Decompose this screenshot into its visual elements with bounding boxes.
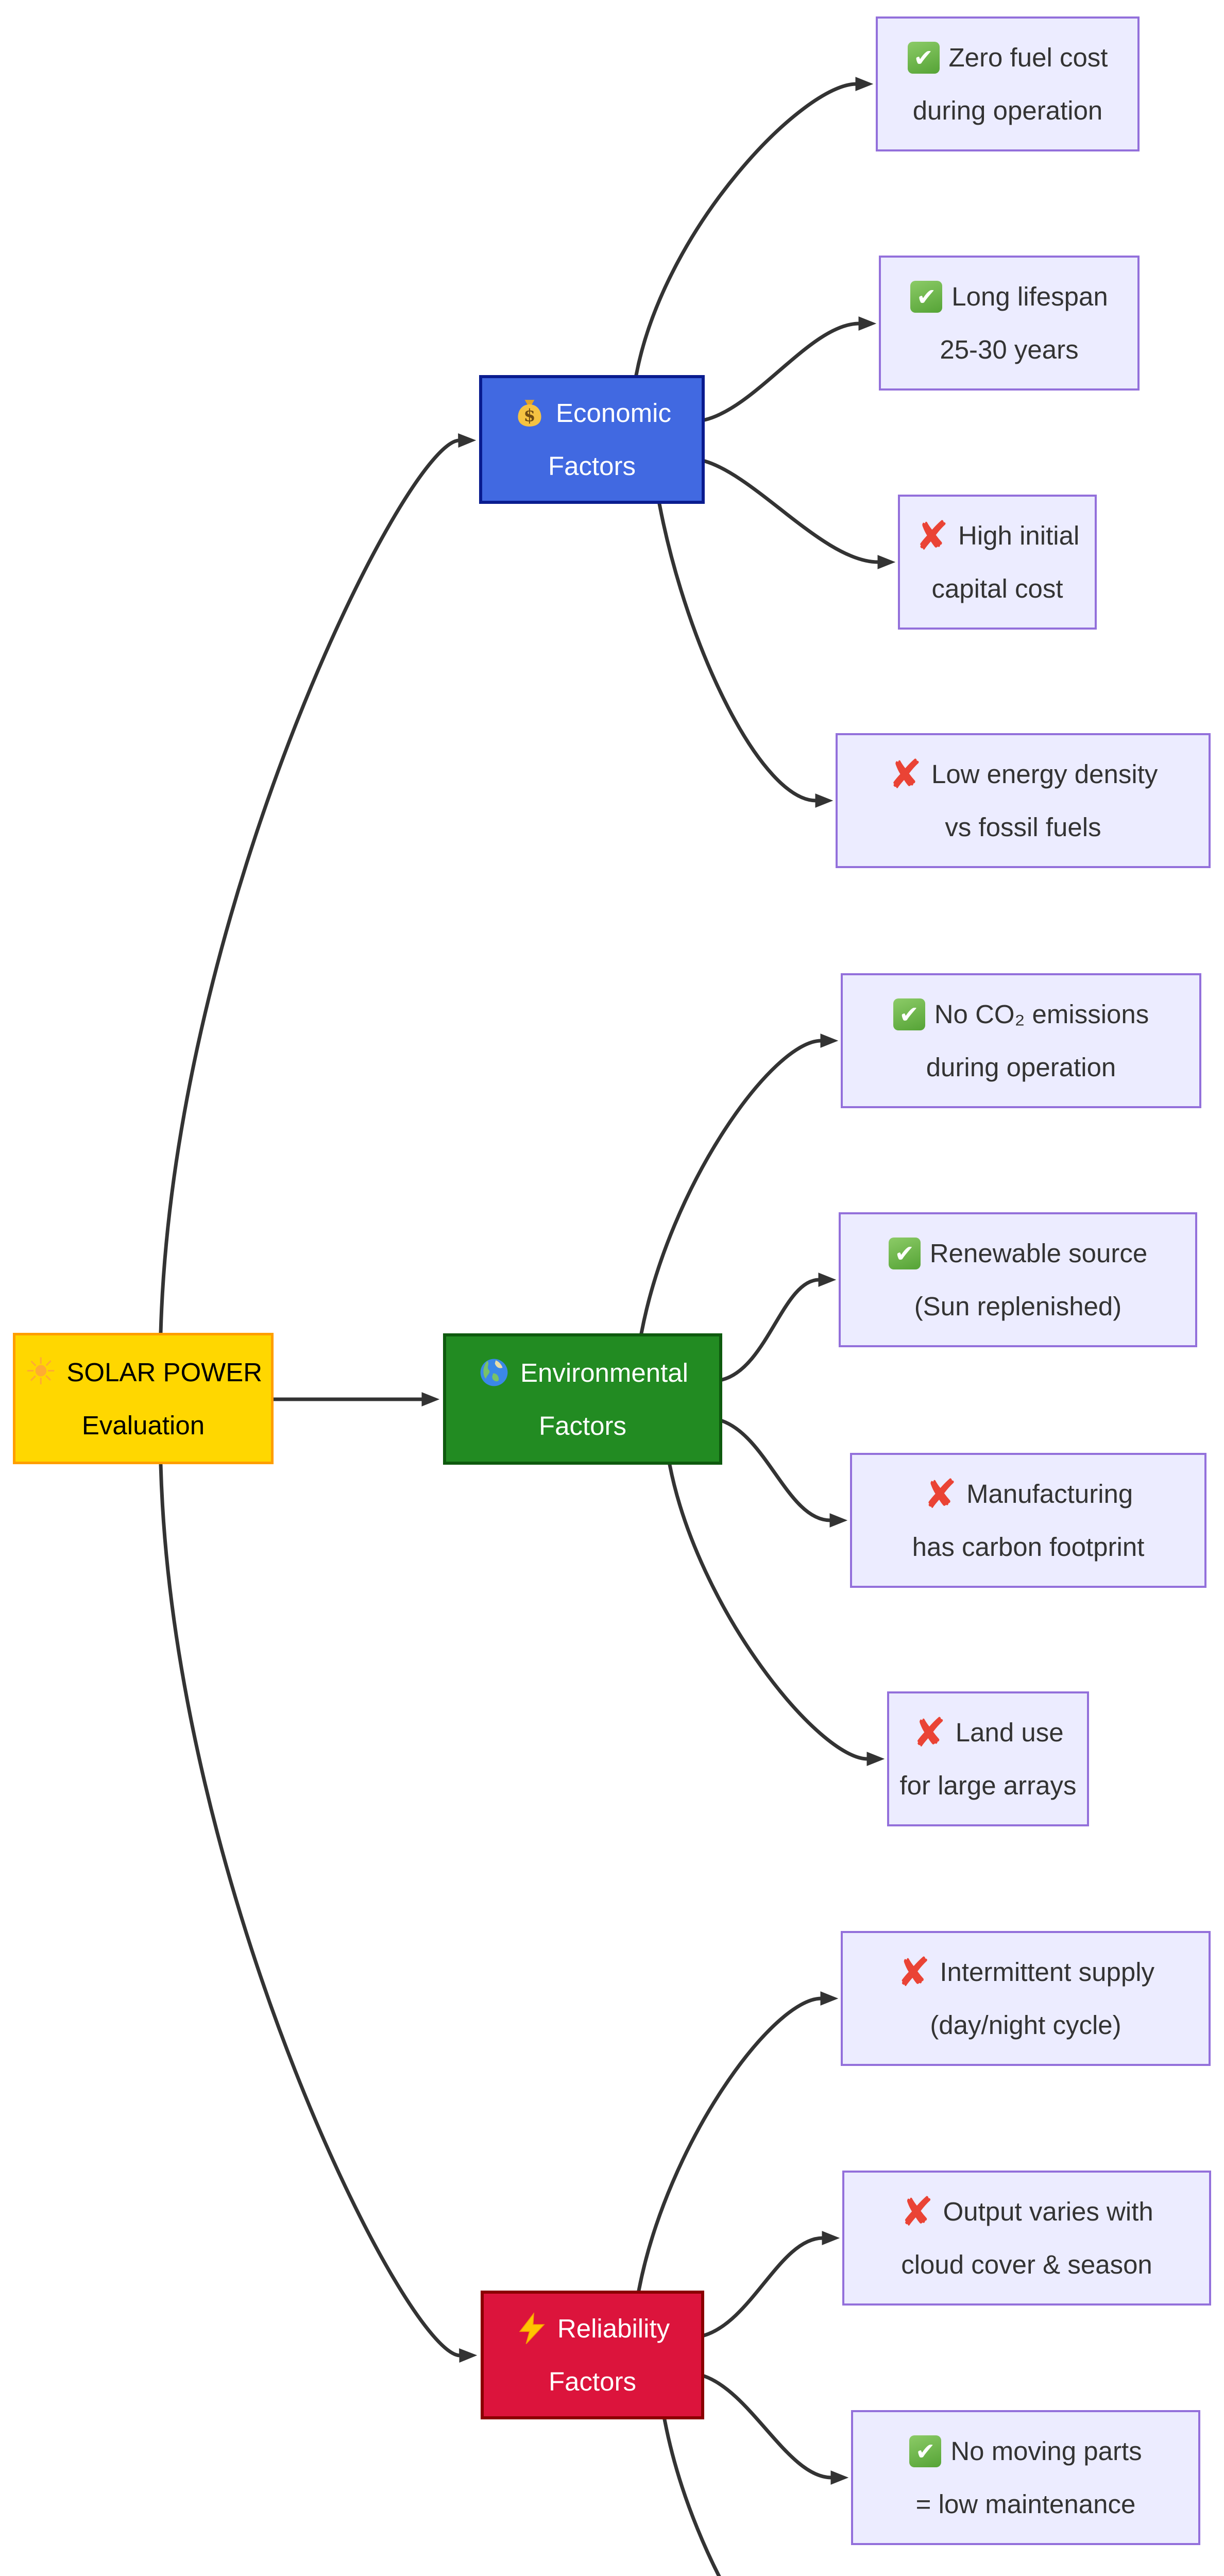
node-label: (day/night cycle) xyxy=(930,2010,1121,2040)
check-icon: ✔ xyxy=(893,998,925,1030)
cross-icon: ✘ xyxy=(915,513,949,558)
node-label: Long lifespan xyxy=(951,282,1108,311)
node-label: Economic xyxy=(556,398,671,428)
money-bag-icon: $ xyxy=(513,396,547,430)
node-label: SOLAR POWER xyxy=(66,1357,263,1387)
check-icon: ✔ xyxy=(888,1237,921,1269)
edge-reliability-intermittent xyxy=(637,1991,839,2293)
edge-environmental-land-use xyxy=(668,1463,885,1766)
node-label: Output varies with xyxy=(943,2197,1153,2226)
node-output-varies: ✘ Output varies with cloud cover & seaso… xyxy=(842,2171,1211,2306)
node-label-line: Environmental xyxy=(477,1346,688,1399)
cross-icon: ✘ xyxy=(912,1709,946,1755)
node-label-line: $ Economic xyxy=(513,386,671,439)
node-no-moving-parts: ✔ No moving parts = low maintenance xyxy=(851,2410,1200,2545)
node-reliability-factors: Reliability Factors xyxy=(481,2291,704,2419)
node-label-line: ✔ No CO₂ emissions xyxy=(893,988,1149,1041)
node-label: Zero fuel cost xyxy=(948,43,1108,72)
node-label-line: ☀ SOLAR POWER xyxy=(24,1346,262,1399)
node-label-line: ✘ High initial xyxy=(915,509,1080,562)
node-economic-factors: $ Economic Factors xyxy=(479,375,705,504)
edge-reliability-no-moving-parts xyxy=(702,2374,849,2485)
node-label: Evaluation xyxy=(81,1410,205,1440)
node-label-line: ✔ Long lifespan xyxy=(910,270,1108,323)
node-label: cloud cover & season xyxy=(901,2250,1152,2279)
node-label: Renewable source xyxy=(929,1239,1148,1268)
lightning-icon xyxy=(515,2312,548,2345)
node-long-lifespan: ✔ Long lifespan 25-30 years xyxy=(879,256,1140,391)
check-icon: ✔ xyxy=(910,280,943,313)
edge-environmental-manufacturing xyxy=(720,1419,848,1528)
node-solar-power-evaluation: ☀ SOLAR POWER Evaluation xyxy=(13,1333,274,1464)
edge-economic-energy-density xyxy=(657,502,834,808)
cross-icon: ✘ xyxy=(896,1949,931,1995)
node-label-line: ✔ Renewable source xyxy=(888,1227,1148,1280)
node-label-line: ✘ Output varies with xyxy=(900,2185,1153,2238)
edge-root-reliability xyxy=(159,1463,478,2363)
node-label-line: ✘ Intermittent supply xyxy=(897,1945,1154,1998)
node-label: Intermittent supply xyxy=(940,1957,1155,1987)
cross-icon: ✘ xyxy=(923,1471,958,1517)
node-label: (Sun replenished) xyxy=(914,1292,1122,1321)
edge-economic-capital-cost xyxy=(703,459,896,569)
node-label-line: ✘ Low energy density xyxy=(889,748,1158,801)
edge-root-economic xyxy=(159,433,477,1335)
node-manufacturing-footprint: ✘ Manufacturing has carbon footprint xyxy=(850,1453,1206,1588)
check-icon: ✔ xyxy=(907,41,940,74)
cross-icon: ✘ xyxy=(888,751,922,797)
node-label: vs fossil fuels xyxy=(945,812,1101,842)
node-label: Factors xyxy=(538,1411,627,1440)
cross-icon: ✘ xyxy=(900,2189,934,2234)
node-label: Low energy density xyxy=(931,759,1158,789)
node-label-line: ✘ Land use xyxy=(912,1706,1063,1759)
node-label-line: ✔ Zero fuel cost xyxy=(907,31,1108,84)
edge-economic-zero-fuel xyxy=(634,77,874,377)
node-label: No CO₂ emissions xyxy=(934,999,1149,1029)
node-label: Land use xyxy=(955,1718,1064,1747)
node-label: Manufacturing xyxy=(966,1479,1133,1509)
node-label: High initial xyxy=(958,521,1080,550)
globe-icon xyxy=(477,1355,511,1389)
node-label-line: Reliability xyxy=(515,2302,670,2355)
node-label: = low maintenance xyxy=(915,2489,1136,2519)
node-label-line: ✘ Manufacturing xyxy=(924,1467,1133,1520)
node-label: during operation xyxy=(926,1053,1116,1082)
node-label: for large arrays xyxy=(899,1771,1077,1800)
node-land-use: ✘ Land use for large arrays xyxy=(887,1691,1089,1826)
node-label: during operation xyxy=(912,96,1103,125)
node-high-initial-cost: ✘ High initial capital cost xyxy=(898,495,1097,630)
node-label: has carbon footprint xyxy=(912,1532,1145,1562)
node-low-energy-density: ✘ Low energy density vs fossil fuels xyxy=(836,733,1211,868)
node-label: Factors xyxy=(548,451,636,481)
edge-economic-lifespan xyxy=(703,316,877,422)
node-label-line: ✔ No moving parts xyxy=(909,2425,1142,2478)
edge-reliability-output-varies xyxy=(702,2231,840,2337)
edge-environmental-renewable xyxy=(720,1273,837,1382)
edge-environmental-co2 xyxy=(639,1033,839,1335)
node-label: Factors xyxy=(548,2367,637,2396)
node-label: Environmental xyxy=(520,1358,688,1387)
node-renewable-source: ✔ Renewable source (Sun replenished) xyxy=(839,1212,1197,1347)
check-icon: ✔ xyxy=(909,2435,942,2467)
node-label: No moving parts xyxy=(950,2436,1142,2466)
node-environmental-factors: Environmental Factors xyxy=(443,1333,722,1465)
node-label: 25-30 years xyxy=(940,335,1079,364)
node-zero-fuel-cost: ✔ Zero fuel cost during operation xyxy=(876,16,1140,151)
node-label: capital cost xyxy=(931,574,1063,603)
node-intermittent-supply: ✘ Intermittent supply (day/night cycle) xyxy=(841,1931,1211,2066)
node-label: Reliability xyxy=(557,2314,670,2343)
edge-reliability-needs-storage xyxy=(662,2417,721,2576)
node-no-co2-emissions: ✔ No CO₂ emissions during operation xyxy=(841,973,1201,1108)
svg-text:$: $ xyxy=(524,405,536,425)
sun-icon: ☀ xyxy=(24,1351,58,1393)
